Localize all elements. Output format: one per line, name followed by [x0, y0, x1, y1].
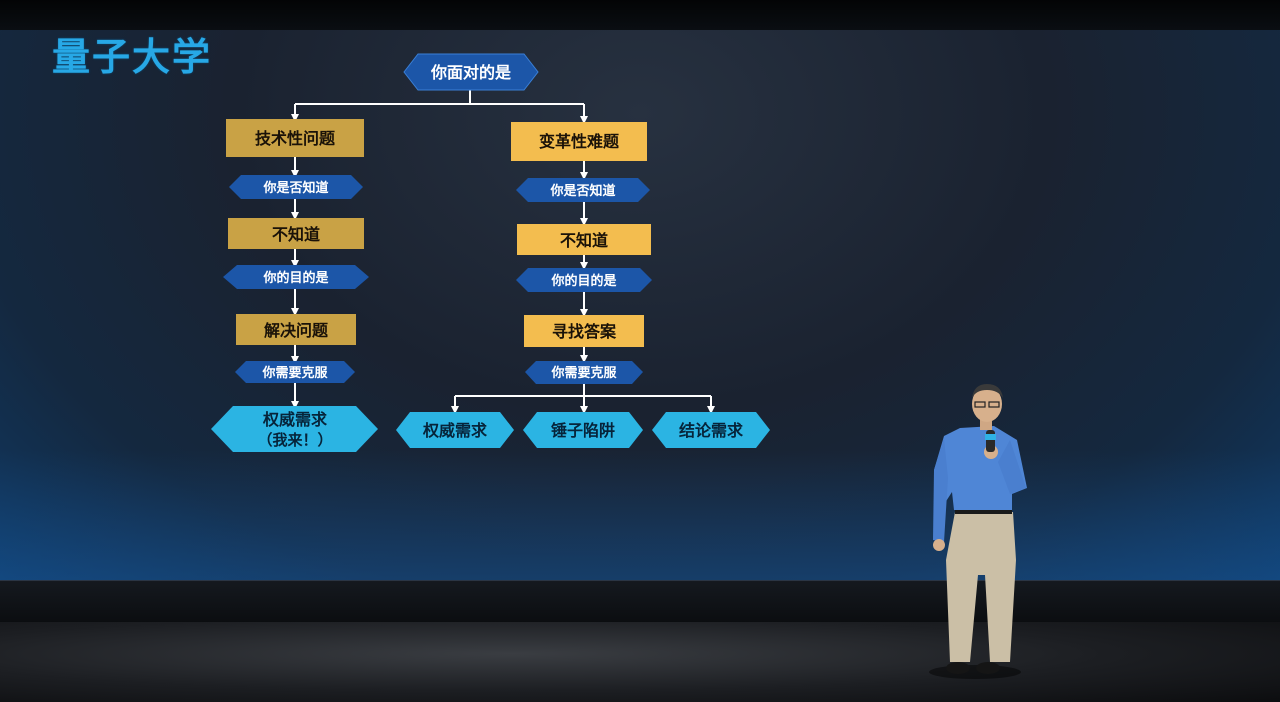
right-result-label-1: 权威需求 [422, 421, 488, 440]
right-answer-1-label: 不知道 [560, 231, 608, 250]
left-answer-1-node: 不知道 [228, 218, 364, 249]
stage-ledge [0, 580, 1280, 623]
presenter-left-shoe [946, 662, 970, 674]
right-type-node: 变革性难题 [511, 122, 647, 161]
left-question-1-label: 你是否知道 [262, 180, 328, 196]
presenter-left-hand [933, 539, 945, 551]
left-answer-1-label: 不知道 [272, 225, 320, 244]
left-answer-2-label: 解决问题 [264, 321, 329, 340]
right-type-label: 变革性难题 [539, 132, 620, 151]
left-question-2-node: 你的目的是 [223, 265, 369, 289]
right-answer-2-node: 寻找答案 [524, 315, 644, 347]
right-question-2-node: 你的目的是 [516, 268, 652, 292]
root-node: 你面对的是 [403, 53, 539, 91]
right-question-3-node: 你需要克服 [525, 361, 643, 384]
glasses-icon [974, 401, 986, 408]
right-result-node-3: 结论需求 [652, 412, 770, 448]
connector-lines [291, 90, 715, 414]
right-result-node-1: 权威需求 [396, 412, 514, 448]
presenter-right-arm [998, 440, 1026, 494]
presenter-trousers [946, 512, 1016, 662]
left-answer-2-node: 解决问题 [236, 314, 356, 345]
presenter-belt [955, 507, 1012, 514]
right-answer-1-node: 不知道 [517, 224, 651, 255]
left-result-label-line2: （我来！） [257, 431, 332, 449]
presenter-head [972, 386, 1002, 422]
presenter-right-shoe [976, 662, 1000, 674]
left-result-label-line1: 权威需求 [262, 410, 328, 429]
glasses-icon-right [988, 401, 1000, 408]
presenter-shirt [934, 426, 1027, 520]
right-question-2-label: 你的目的是 [550, 273, 617, 289]
right-result-label-2: 锤子陷阱 [551, 421, 615, 440]
presenter-shadow [929, 665, 1021, 679]
root-label: 你面对的是 [430, 63, 511, 82]
stage-ceiling [0, 0, 1280, 34]
left-question-1-node: 你是否知道 [229, 175, 363, 199]
presenter-hair [972, 384, 1003, 398]
left-question-2-label: 你的目的是 [262, 270, 329, 286]
microphone-icon [986, 430, 995, 452]
right-question-1-label: 你是否知道 [549, 183, 615, 199]
left-question-3-node: 你需要克服 [235, 361, 355, 383]
left-type-node: 技术性问题 [226, 119, 364, 157]
left-type-label: 技术性问题 [255, 129, 336, 148]
left-result-node: 权威需求 （我来！） [211, 406, 378, 452]
microphone-band [985, 434, 996, 440]
right-result-node-2: 锤子陷阱 [523, 412, 643, 448]
brand-logo: 量子大学 [52, 35, 213, 79]
presenter-left-arm [933, 438, 948, 542]
right-question-3-label: 你需要克服 [550, 365, 617, 381]
stage-floor [0, 622, 1280, 702]
right-question-1-node: 你是否知道 [516, 178, 650, 202]
left-question-3-label: 你需要克服 [261, 365, 328, 381]
right-result-label-3: 结论需求 [678, 421, 744, 440]
right-answer-2-label: 寻找答案 [552, 322, 617, 341]
